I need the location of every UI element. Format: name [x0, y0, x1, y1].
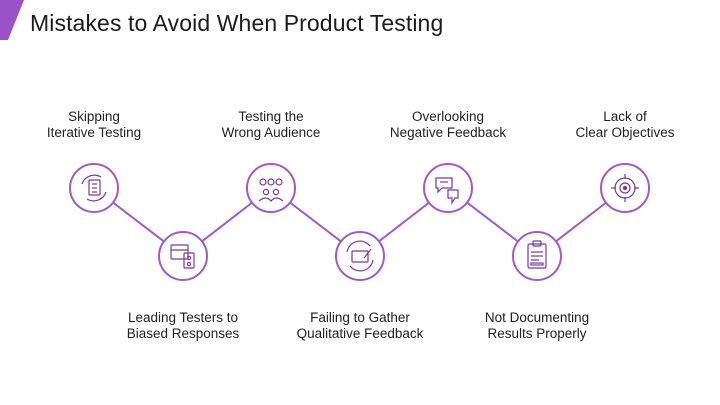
step-node-3	[246, 163, 296, 213]
step-node-6	[512, 231, 562, 281]
target-icon	[611, 174, 639, 202]
step-label-2: Leading Testers to Biased Responses	[126, 310, 240, 341]
step-node-2	[158, 231, 208, 281]
step-label-5: Overlooking Negative Feedback	[389, 109, 507, 140]
chat-thumbs-down-icon	[435, 177, 459, 206]
step-node-7	[600, 163, 650, 213]
survey-box-icon	[170, 244, 195, 269]
page-title: Mistakes to Avoid When Product Testing	[30, 10, 444, 36]
step-node-1	[69, 163, 119, 213]
feedback-cycle-icon	[346, 240, 374, 272]
step-label-6: Not Documenting Results Properly	[484, 310, 590, 341]
clipboard-report-icon	[527, 240, 547, 269]
checklist-cycle-icon	[81, 174, 107, 202]
corner-accent-shape	[0, 0, 24, 40]
step-label-4: Failing to Gather Qualitative Feedback	[296, 310, 424, 341]
step-label-7: Lack of Clear Objectives	[575, 109, 675, 140]
step-label-1: Skipping Iterative Testing	[46, 109, 142, 140]
step-label-3: Testing the Wrong Audience	[221, 109, 321, 140]
step-node-4	[335, 231, 385, 281]
target-audience-icon	[258, 178, 284, 202]
step-node-5	[423, 163, 473, 213]
